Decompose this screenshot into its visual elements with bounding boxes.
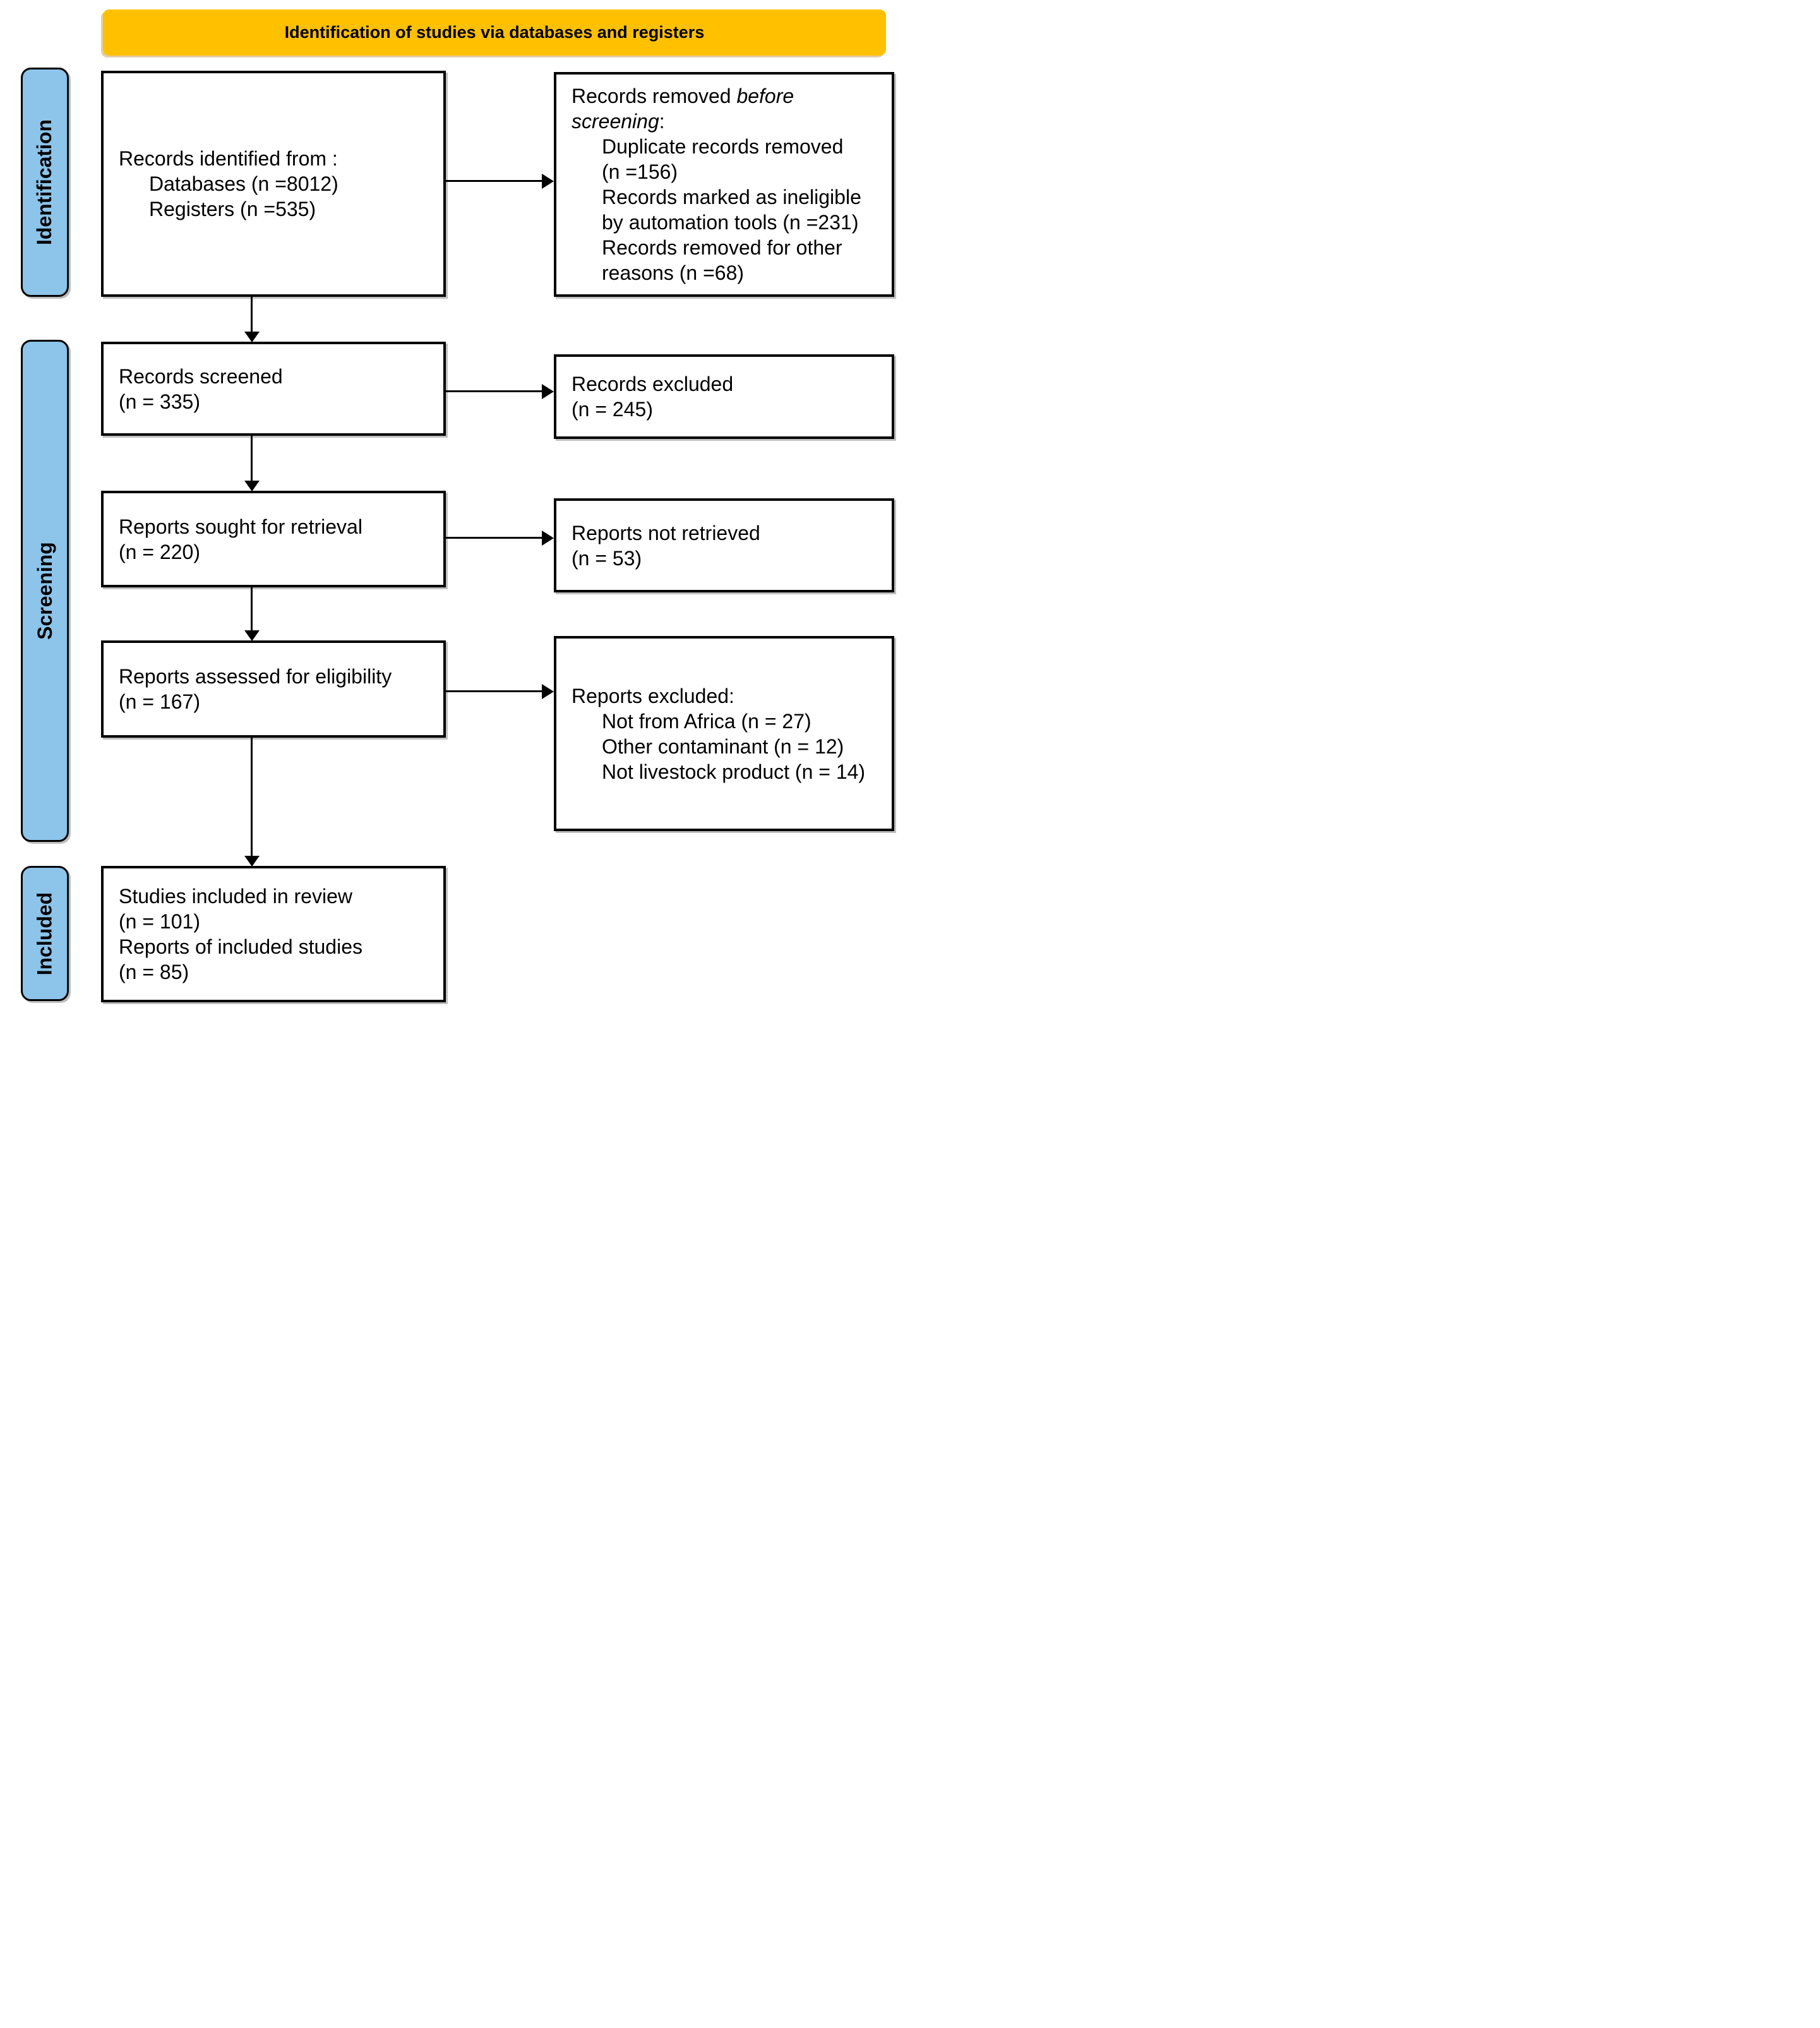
box-count: (n = 167) xyxy=(119,690,200,713)
arrowhead-right-icon xyxy=(542,684,554,699)
box-item: Registers (n =535) xyxy=(149,198,316,220)
box-count: (n = 101) xyxy=(119,910,200,933)
arrow-screened-to-sought xyxy=(251,436,253,481)
arrowhead-down-icon xyxy=(244,332,260,342)
stage-label-identification: Identification xyxy=(21,68,69,297)
stage-label-text: Included xyxy=(33,892,56,975)
box-records-excluded: Records excluded (n = 245) xyxy=(554,354,894,439)
box-title-italic: before screening xyxy=(572,85,794,133)
box-title-prefix: Records removed xyxy=(572,85,737,107)
box-count: (n = 53) xyxy=(572,546,642,570)
box-count: (n = 220) xyxy=(119,540,200,563)
box-item: Not from Africa (n = 27) xyxy=(602,709,811,733)
box-item: Other contaminant (n = 12) xyxy=(602,735,844,758)
arrowhead-right-icon xyxy=(542,384,554,399)
box-title: Reports excluded: xyxy=(572,684,734,707)
box-count: (n = 335) xyxy=(119,390,200,413)
box-item: Records marked as ineligible by automati… xyxy=(602,186,861,234)
box-item: Not livestock product (n = 14) xyxy=(602,760,866,783)
arrow-screened-to-excluded xyxy=(446,390,542,392)
stage-label-text: Identification xyxy=(33,119,56,246)
box-count: (n = 85) xyxy=(119,961,189,983)
box-title: Records identified from : xyxy=(119,147,338,170)
arrow-identified-to-removed xyxy=(446,180,542,182)
arrowhead-right-icon xyxy=(542,531,554,546)
box-title-suffix: : xyxy=(659,110,665,133)
box-records-removed-before-screening: Records removed before screening: Duplic… xyxy=(554,72,894,297)
box-item: Databases (n =8012) xyxy=(149,172,338,195)
stage-label-text: Screening xyxy=(33,542,56,640)
box-title: Reports assessed for eligibility xyxy=(119,665,392,688)
box-reports-sought: Reports sought for retrieval (n = 220) xyxy=(101,491,446,587)
arrowhead-down-icon xyxy=(244,856,260,867)
box-reports-assessed: Reports assessed for eligibility (n = 16… xyxy=(101,640,446,738)
box-item: Duplicate records removed (n =156) xyxy=(602,135,844,183)
prisma-flow-diagram: Identification of studies via databases … xyxy=(0,0,910,1014)
header-title: Identification of studies via databases … xyxy=(284,23,705,42)
box-title: Records removed before screening: xyxy=(572,83,868,134)
arrow-assessed-to-reports-excluded xyxy=(446,690,542,692)
box-reports-excluded: Reports excluded: Not from Africa (n = 2… xyxy=(554,636,894,831)
arrow-sought-to-assessed xyxy=(251,587,253,630)
arrowhead-right-icon xyxy=(542,174,554,189)
arrow-sought-to-not-retrieved xyxy=(446,537,542,539)
arrowhead-down-icon xyxy=(244,481,260,491)
box-item: Records removed for other reasons (n =68… xyxy=(602,236,842,284)
box-records-screened: Records screened (n = 335) xyxy=(101,342,446,436)
box-title: Records screened xyxy=(119,364,283,388)
box-line: Reports of included studies xyxy=(119,935,362,958)
box-records-identified: Records identified from : Databases (n =… xyxy=(101,71,446,297)
box-reports-not-retrieved: Reports not retrieved (n = 53) xyxy=(554,498,894,592)
header-banner: Identification of studies via databases … xyxy=(103,9,886,56)
box-title: Records excluded xyxy=(572,373,734,395)
box-title: Reports not retrieved xyxy=(572,521,760,544)
arrow-assessed-to-included xyxy=(251,738,253,856)
arrowhead-down-icon xyxy=(244,630,260,641)
stage-label-screening: Screening xyxy=(21,340,69,842)
box-studies-included: Studies included in review (n = 101) Rep… xyxy=(101,866,446,1002)
box-line: Studies included in review xyxy=(119,885,352,908)
box-count: (n = 245) xyxy=(572,398,653,421)
stage-label-included: Included xyxy=(21,866,69,1001)
arrow-identified-to-screened xyxy=(251,297,253,332)
box-title: Reports sought for retrieval xyxy=(119,515,362,538)
